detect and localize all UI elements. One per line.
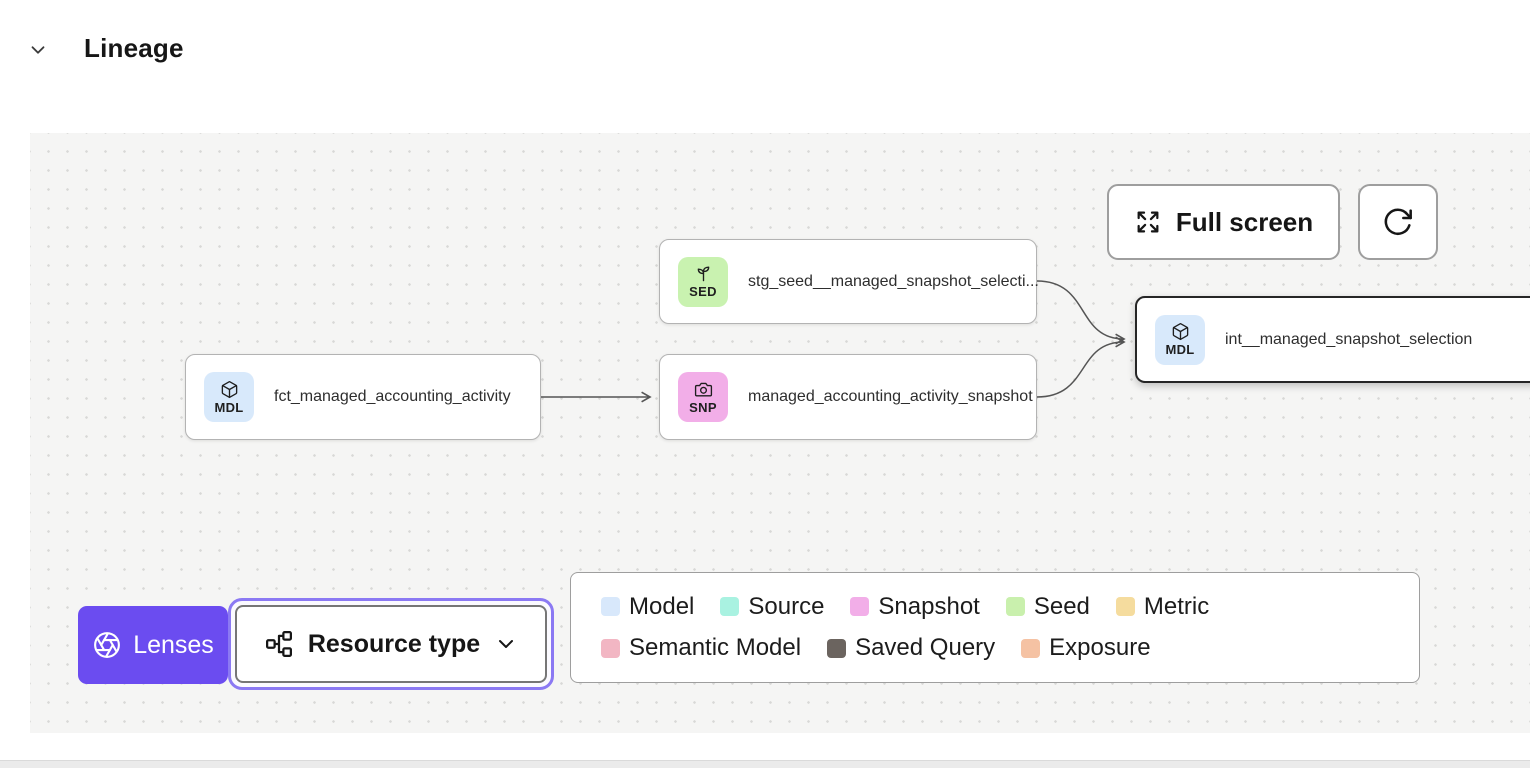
cube-icon: [1172, 323, 1188, 341]
camera-icon: [694, 382, 712, 397]
legend-row-1: Model Source Snapshot Seed Metric: [601, 593, 1389, 621]
aperture-icon: [94, 632, 121, 658]
page-title: Lineage: [84, 33, 184, 63]
node-label: int__managed_snapshot_selection: [1225, 330, 1473, 348]
semantic-model-swatch: [601, 638, 620, 658]
edge-sed-to-int: [1036, 280, 1126, 345]
resource-type-label: Resource type: [307, 629, 481, 658]
refresh-icon: [1384, 208, 1412, 235]
cube-icon: [221, 380, 237, 398]
node-fct-managed-accounting-activity[interactable]: MDL fct_managed_accounting_activity: [185, 354, 541, 440]
collapse-chevron-icon[interactable]: [26, 38, 50, 62]
legend-item-seed: Seed: [1005, 593, 1090, 621]
legend-item-exposure: Exposure: [1021, 634, 1151, 662]
seed-swatch: [1005, 597, 1025, 617]
expand-icon: [1137, 211, 1159, 233]
resource-type-dropdown[interactable]: Resource type: [235, 605, 547, 683]
legend-item-saved-query: Saved Query: [827, 634, 995, 662]
snapshot-swatch: [850, 597, 870, 617]
badge-label: SNP: [689, 399, 717, 415]
badge-label: MDL: [214, 399, 244, 415]
legend-item-semantic-model: Semantic Model: [601, 634, 801, 662]
bottom-divider: [0, 760, 1530, 768]
legend-item-metric: Metric: [1115, 593, 1209, 621]
refresh-button[interactable]: [1358, 184, 1438, 260]
model-badge: MDL: [1155, 314, 1205, 365]
saved-query-swatch: [827, 638, 847, 658]
seed-icon: [697, 266, 709, 282]
badge-label: MDL: [1165, 342, 1195, 357]
metric-swatch: [1115, 597, 1135, 617]
full-screen-label: Full screen: [1175, 206, 1314, 237]
lenses-button[interactable]: Lenses: [78, 606, 228, 684]
node-stg-seed-managed-snapshot-selection[interactable]: SED stg_seed__managed_snapshot_selecti..…: [659, 239, 1039, 324]
node-label: managed_accounting_activity_snapshot: [748, 388, 1033, 405]
lineage-section-header: Lineage: [0, 0, 1530, 100]
exposure-swatch: [1021, 638, 1041, 658]
full-screen-button[interactable]: Full screen: [1107, 184, 1340, 260]
legend-row-2: Semantic Model Saved Query Exposure: [601, 634, 1389, 662]
edge-snp-to-int: [1036, 336, 1126, 398]
resource-type-focus-ring: Resource type: [228, 598, 554, 690]
model-badge: MDL: [204, 372, 254, 422]
snapshot-badge: SNP: [678, 372, 728, 422]
resource-hierarchy-icon: [265, 631, 292, 657]
node-label: stg_seed__managed_snapshot_selecti...: [748, 272, 1039, 290]
legend-item-source: Source: [720, 593, 824, 621]
legend-panel: Model Source Snapshot Seed Metric S: [570, 572, 1420, 683]
lineage-canvas[interactable]: Full screen SED stg_seed__managed_snapsh…: [30, 133, 1530, 733]
source-swatch: [720, 597, 740, 617]
node-label: fct_managed_accounting_activity: [274, 388, 511, 405]
seed-badge: SED: [678, 256, 728, 307]
legend-item-snapshot: Snapshot: [850, 593, 980, 621]
node-int-managed-snapshot-selection[interactable]: MDL int__managed_snapshot_selection: [1135, 296, 1530, 383]
node-managed-accounting-activity-snapshot[interactable]: SNP managed_accounting_activity_snapshot: [659, 354, 1037, 440]
lenses-label: Lenses: [133, 630, 214, 659]
chevron-down-icon: [499, 640, 514, 648]
badge-label: SED: [689, 284, 717, 299]
legend-item-model: Model: [601, 593, 694, 621]
model-swatch: [601, 597, 620, 617]
